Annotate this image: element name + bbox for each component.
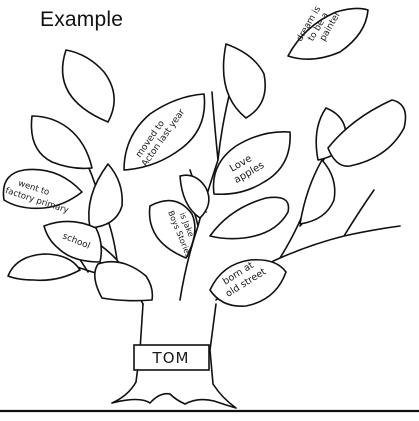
leaf-top-left: [61, 49, 115, 123]
leaf-bottom-center: [94, 260, 154, 302]
leaf-moved: [123, 93, 206, 171]
trunk-name-label: TOM: [152, 349, 190, 367]
leaf-street: [209, 258, 287, 307]
leaf-center-right: [209, 196, 290, 240]
leaf-center-small: [179, 174, 210, 219]
leaf-top-center: [222, 43, 266, 119]
leaf-dream: [287, 7, 369, 60]
name-plate: [133, 344, 210, 371]
leaf-right-upper-b: [327, 99, 407, 167]
leaf-center-left: [88, 163, 124, 229]
leaf-left-mid: [30, 115, 93, 170]
leaf-bottom-left: [7, 253, 81, 282]
leaf-apples: [212, 130, 291, 196]
leaf-school: [43, 220, 103, 263]
tree-trunk: [111, 303, 237, 409]
leaf-right-mid: [299, 159, 336, 225]
leaf-factory: [2, 168, 83, 210]
page-title: Example: [40, 8, 124, 31]
leaf-boys: [148, 199, 196, 259]
